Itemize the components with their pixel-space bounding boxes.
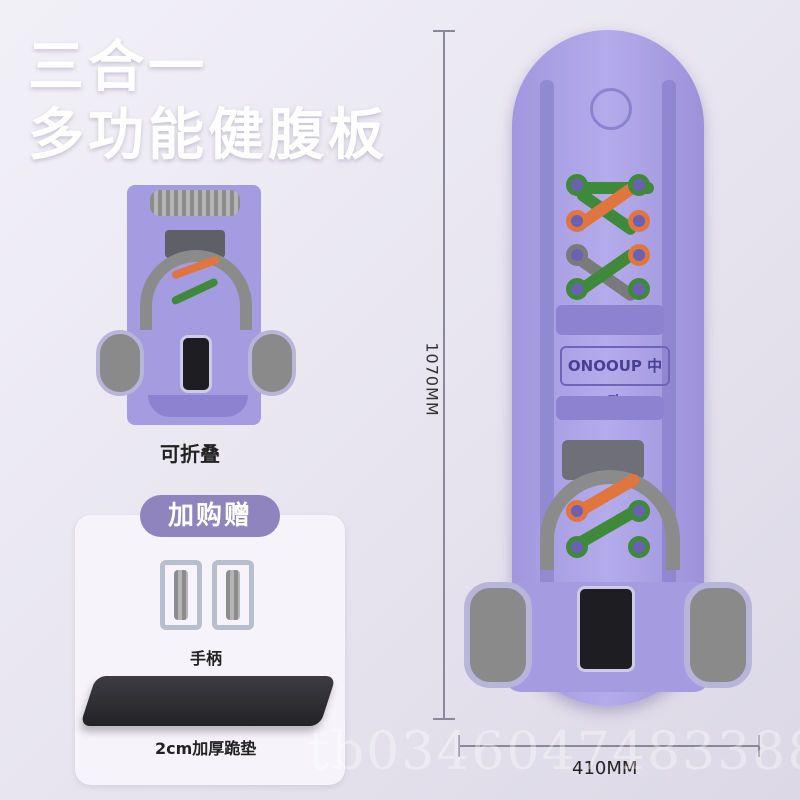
height-dimension-line — [443, 30, 445, 720]
gift-title-badge: 加购赠 — [140, 495, 280, 537]
pushup-handle-grip — [226, 570, 240, 620]
width-dimension-line — [460, 745, 760, 747]
board-rail-left — [540, 80, 554, 640]
folded-knee-pad-right — [248, 330, 296, 396]
peg — [628, 244, 650, 266]
peg — [566, 174, 588, 196]
foldable-label: 可折叠 — [160, 442, 220, 466]
folded-knee-pad-left — [96, 330, 144, 396]
watermark-text: tb0346047483388 — [308, 722, 800, 782]
gift-panel — [75, 515, 345, 785]
board-top-circle — [590, 88, 632, 130]
pushup-holder — [556, 396, 664, 420]
pushup-handle-right — [212, 560, 254, 630]
pushup-holder — [556, 305, 664, 335]
peg — [628, 278, 650, 300]
brand-logo: ONOOUP 中欧 — [560, 346, 670, 411]
height-dimension-cap-top — [433, 30, 455, 32]
height-dimension-label: 1070MM — [422, 342, 442, 417]
gift-item-mat-label: 2cm加厚跪垫 — [155, 739, 257, 758]
pushup-handle-left — [160, 560, 202, 630]
peg — [628, 536, 650, 558]
gift-item-handle-label: 手柄 — [190, 649, 223, 668]
folded-counter-display — [180, 335, 212, 393]
knee-mat — [79, 676, 337, 726]
peg — [566, 278, 588, 300]
width-dimension-label: 410MM — [572, 758, 638, 779]
width-dimension-cap-left — [458, 735, 460, 757]
height-dimension-cap-bottom — [433, 718, 455, 720]
pushup-handle-grip — [174, 570, 188, 620]
knee-pad-left — [464, 582, 532, 688]
folded-grip-bar — [150, 190, 240, 216]
folded-bottom-curve — [148, 395, 248, 417]
digital-counter-display — [577, 586, 635, 672]
peg — [566, 536, 588, 558]
peg — [566, 244, 588, 266]
peg — [566, 500, 588, 522]
headline-line-2: 多功能健腹板 — [28, 103, 388, 168]
knee-pad-right — [684, 582, 752, 688]
peg — [628, 500, 650, 522]
headline-line-1: 三合一 — [28, 35, 208, 100]
width-dimension-cap-right — [758, 735, 760, 757]
peg — [566, 210, 588, 232]
peg — [628, 174, 650, 196]
peg — [628, 210, 650, 232]
